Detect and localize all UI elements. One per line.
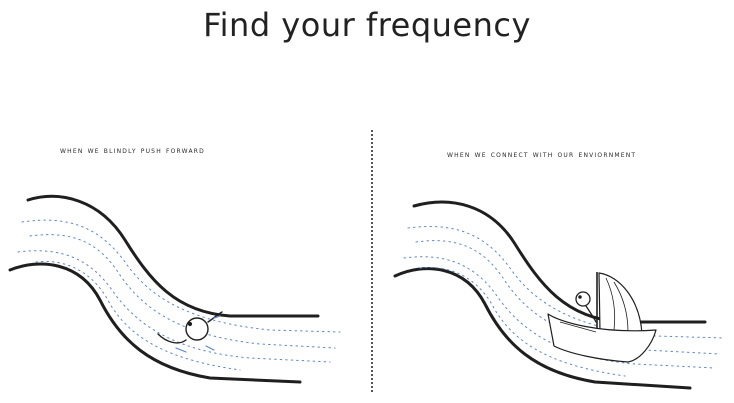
left-lower-bank: [8, 262, 302, 384]
right-lower-bank: [393, 267, 692, 390]
right-current-line: [419, 266, 626, 377]
right-current-line: [403, 256, 716, 369]
left-upper-bank: [26, 194, 320, 318]
page-title: Find your frequency: [203, 6, 531, 44]
right-panel-caption: WHEN WE CONNECT WITH OUR ENVIORNMENT: [447, 150, 637, 160]
boat-person: [575, 291, 597, 323]
left-current-line: [35, 260, 241, 371]
sailboat: [547, 272, 657, 363]
splash-marks: [175, 315, 221, 353]
left-current-line: [21, 219, 341, 333]
swimmer-figure: [157, 311, 223, 344]
left-current-line: [29, 234, 336, 349]
right-upper-bank: [412, 200, 707, 324]
panel-divider: [371, 130, 373, 392]
left-panel-caption: WHEN WE BLINDLY PUSH FORWARD: [60, 146, 205, 156]
